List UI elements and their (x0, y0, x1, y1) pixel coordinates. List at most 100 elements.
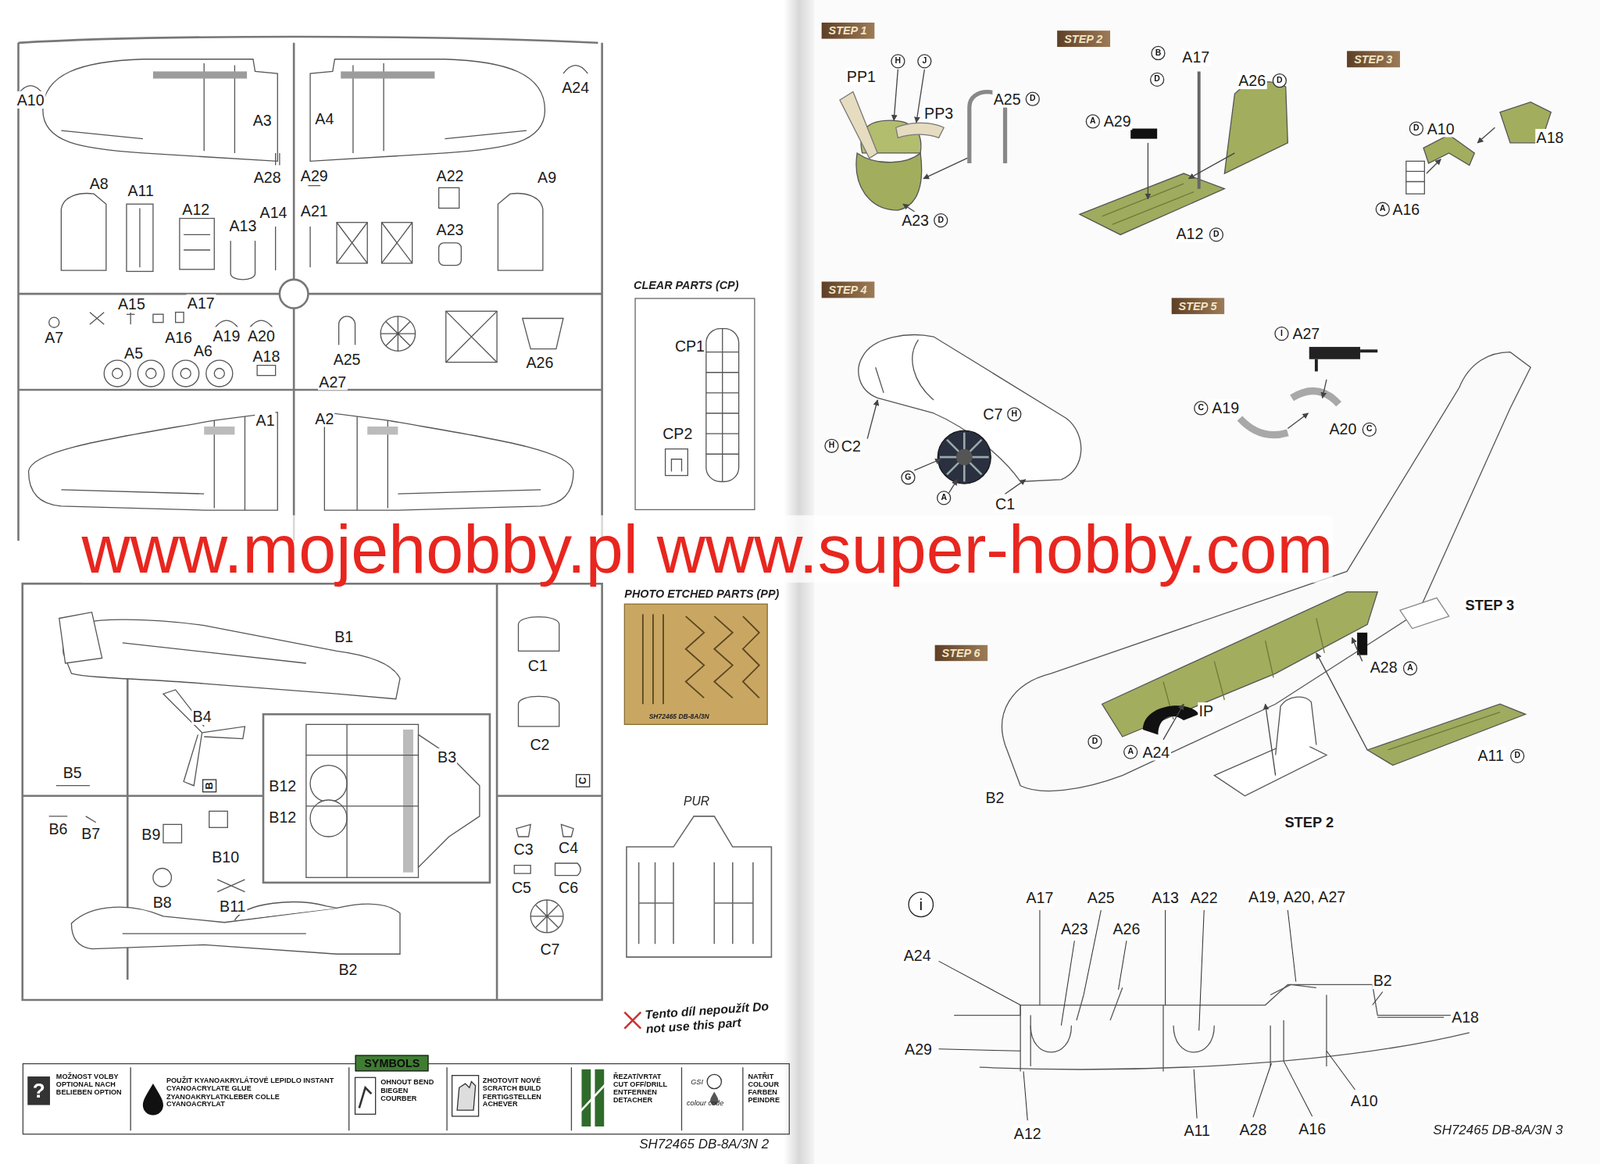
symbols-legend-box: SYMBOLS?MOŽNOST VOLBY OPTIONAL NACH BELI… (22, 1063, 790, 1135)
part-number: A23 (435, 221, 465, 240)
part-number: CP2 (661, 425, 694, 443)
frame-heading: PUR (683, 793, 710, 808)
sprue-letter: C (575, 774, 590, 788)
symbol-text: OHNOUT BEND BIEGEN COURBER (380, 1078, 444, 1104)
colour-code-circle: C (1362, 422, 1377, 437)
part-number: A12 (1175, 225, 1204, 243)
part-number: A28 (1368, 658, 1398, 677)
colour-code-circle: D (1409, 121, 1424, 136)
part-number: A24 (560, 78, 590, 97)
colour-code-circle: A (1085, 114, 1100, 129)
part-number: A25 (1086, 889, 1116, 908)
part-number: A18 (1450, 1008, 1480, 1027)
colour-code-circle: A (1403, 660, 1418, 675)
node-text: D (1213, 230, 1220, 239)
part-number: C2 (839, 437, 862, 456)
symbol-text: ZHOTOVIT NOVÉ SCRATCH BUILD FERTIGSTELLE… (482, 1076, 567, 1109)
part-number: B4 (191, 707, 213, 726)
symbol-text: GSI (690, 1078, 704, 1087)
colour-code-circle: A (936, 490, 951, 505)
symbol-text: colour code (686, 1099, 724, 1108)
page-footer: SH72465 DB-8A/3N 2 (638, 1137, 771, 1154)
node-text: C (1366, 425, 1373, 434)
part-number: C3 (512, 839, 535, 858)
part-number: A20 (246, 326, 276, 345)
part-number: A28 (1238, 1121, 1268, 1140)
node-text: STEP 3 (1353, 52, 1393, 67)
node-text: H (1011, 410, 1018, 418)
part-number: A17 (1181, 48, 1211, 67)
part-number: A23 (1060, 919, 1090, 938)
part-number: A27 (1291, 325, 1321, 343)
part-number: B5 (61, 763, 83, 782)
part-number: A6 (192, 342, 215, 361)
part-number: A22 (1189, 889, 1218, 908)
frame-heading: PHOTO ETCHED PARTS (PP) (624, 587, 779, 600)
colour-code-circle: A (1123, 744, 1138, 759)
part-number: A18 (1535, 128, 1565, 147)
symbol-text: POUŽIT KYANOAKRYLÁTOVÉ LEPIDLO INSTANT C… (166, 1076, 340, 1109)
colour-code-circle: J (917, 53, 932, 68)
colour-code-circle: H (1007, 407, 1022, 422)
node-text: D (1276, 76, 1283, 85)
option-icon: ? (27, 1076, 50, 1106)
part-number: A10 (1350, 1092, 1379, 1111)
photo-etch-fret: PHOTO ETCHED PARTS (PP)SH72465 DB-8A/3N (624, 603, 768, 725)
step-badge: STEP 4 (821, 281, 874, 298)
part-number: A26 (525, 353, 554, 372)
part-number: B2 (1371, 971, 1393, 990)
node-text: A (1407, 664, 1414, 672)
resin-parts-frame: PUR (624, 816, 774, 960)
part-number: A9 (536, 168, 558, 187)
symbol-text: NATŘIT COLOUR FARBEN PEINDRE (747, 1072, 789, 1105)
part-number: A4 (314, 109, 336, 128)
node-text: H (895, 57, 902, 65)
node-text: J (921, 57, 927, 65)
part-number: A11 (1476, 746, 1505, 765)
colour-code-circle: I (1274, 326, 1289, 341)
node-text: I (1280, 329, 1283, 338)
part-number: A7 (43, 328, 65, 347)
part-number: A22 (435, 166, 465, 185)
part-number: A19 (211, 326, 241, 345)
part-number: C1 (526, 656, 549, 675)
colour-code-circle: A (1375, 202, 1390, 217)
part-number: B8 (151, 892, 173, 911)
clear-parts-frame: CLEAR PARTS (CP) (634, 297, 755, 511)
node-text: H (828, 442, 836, 450)
node-text: A (1127, 747, 1134, 756)
colour-code-circle: D (1272, 73, 1287, 88)
part-number: B12 (267, 776, 297, 795)
node-text: D (1514, 752, 1521, 761)
node-text: D (1413, 124, 1420, 133)
node-text: STEP 5 (1178, 299, 1218, 314)
part-number: A2 (314, 409, 336, 428)
part-number: C2 (528, 735, 551, 754)
symbol-text: ŘEZAT/VRTAT CUT OFF/DRILL ENTFERNEN DETA… (613, 1072, 677, 1105)
part-number: A17 (1025, 889, 1054, 908)
node-text: G (904, 473, 911, 482)
part-number: A28 (252, 168, 282, 187)
symbol-text: MOŽNOST VOLBY OPTIONAL NACH BELIEBEN OPT… (56, 1072, 126, 1097)
part-number: C5 (510, 878, 533, 897)
part-number: A16 (164, 328, 193, 347)
part-number: A10 (1425, 119, 1455, 138)
part-number: A26 (1237, 71, 1267, 90)
part-number: A12 (181, 200, 211, 218)
part-number: C4 (557, 839, 580, 858)
node-text: A (940, 493, 947, 502)
colour-code-circle: C (1193, 400, 1208, 415)
fret-code: SH72465 DB-8A/3N (649, 712, 710, 720)
node-text: STEP 1 (828, 23, 868, 38)
part-number: B10 (210, 848, 240, 867)
step-reference: STEP 2 (1283, 814, 1335, 831)
part-number: A13 (228, 216, 258, 235)
page-footer: SH72465 DB-8A/3N 3 (1432, 1122, 1565, 1139)
part-number: A14 (258, 203, 288, 222)
step-badge: STEP 1 (821, 22, 874, 40)
part-number: A16 (1297, 1119, 1327, 1138)
node-text: D (1153, 75, 1161, 84)
part-number: A11 (126, 182, 155, 200)
colour-code-circle: B (1150, 46, 1165, 61)
